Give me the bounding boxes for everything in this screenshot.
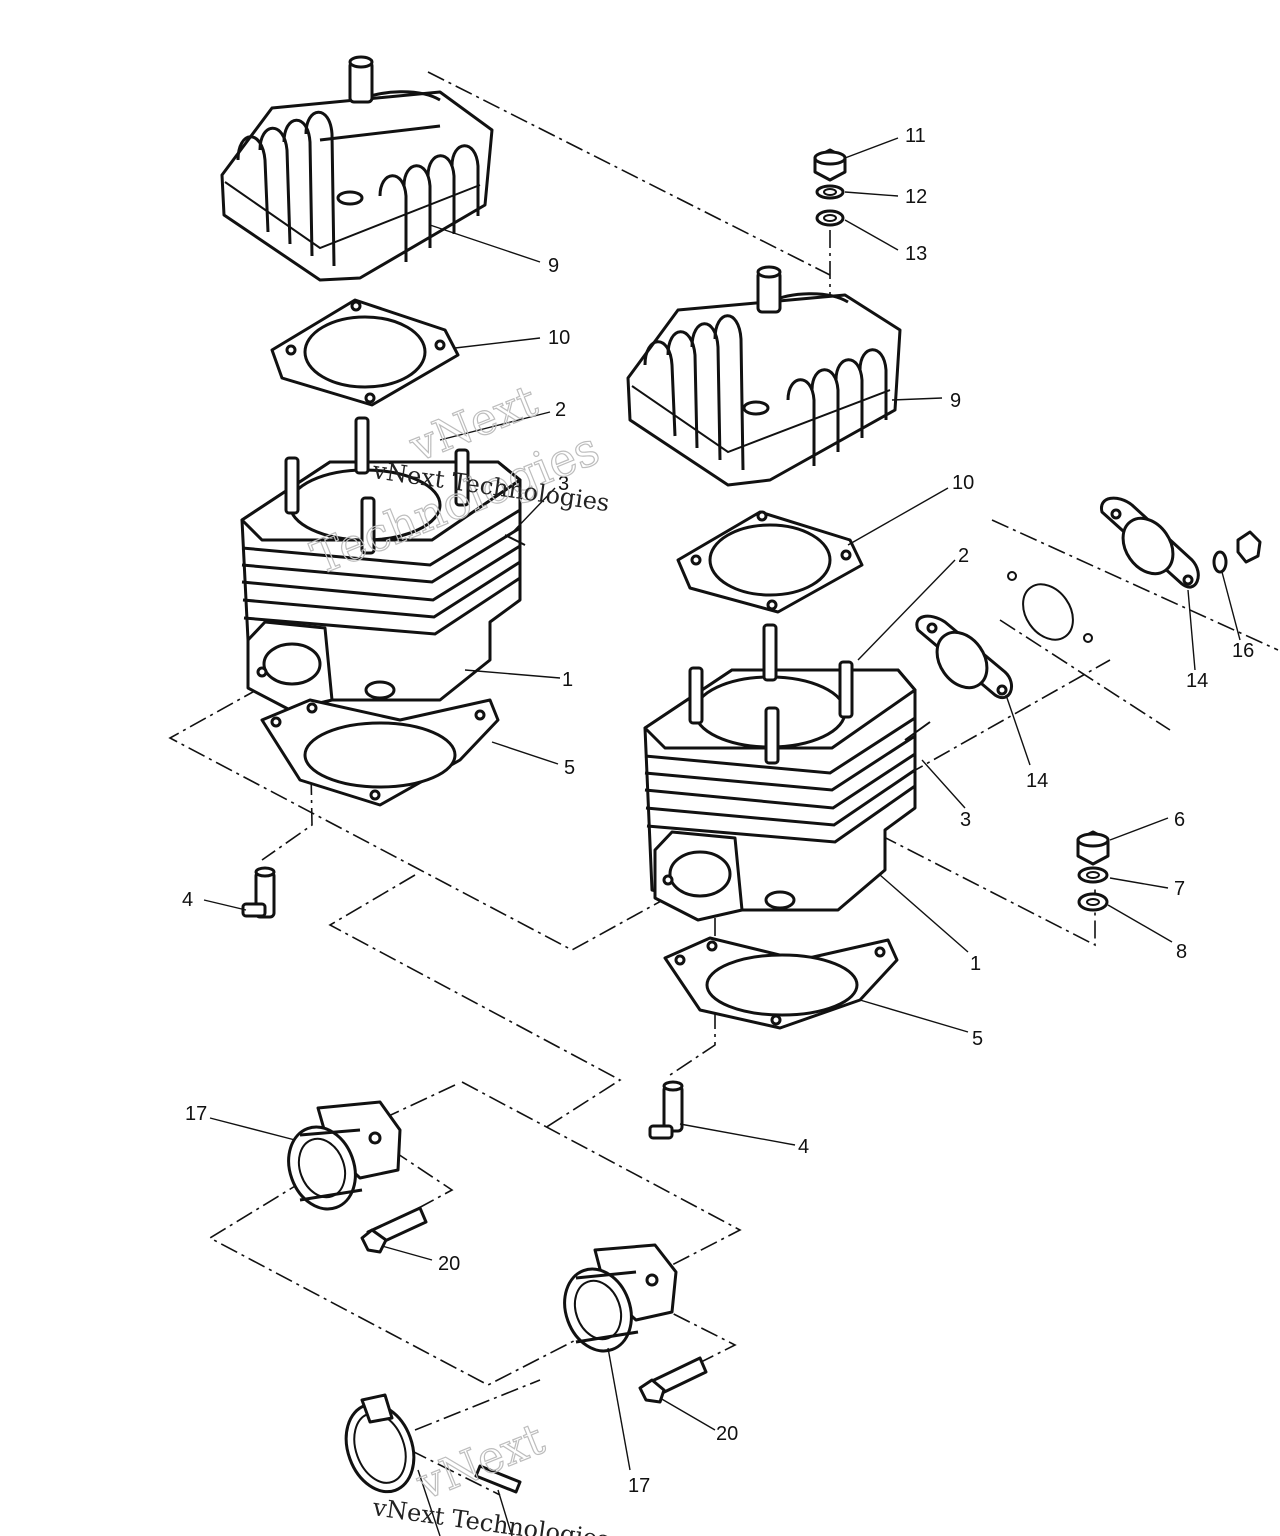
callout-1-left-cylinder: 1 <box>562 669 573 691</box>
head-gasket-left <box>270 298 460 407</box>
cylinder-right <box>643 623 931 922</box>
intake-boot-upper <box>287 1100 428 1254</box>
callout-16: 16 <box>1232 640 1254 662</box>
callout-3-left-plug: 3 <box>558 473 569 495</box>
callout-9-right-head: 9 <box>950 390 961 412</box>
base-gasket-left <box>260 698 500 807</box>
cylinder-head-left <box>220 55 494 282</box>
callout-17-lower-boot: 17 <box>628 1475 650 1497</box>
callout-13: 13 <box>905 243 927 265</box>
callout-20-lower-screw: 20 <box>716 1423 738 1445</box>
intake-boot-lower <box>563 1243 708 1404</box>
impulse-fitting-left <box>241 866 276 919</box>
callout-10-right-gasket: 10 <box>952 472 974 494</box>
callout-14-inner: 14 <box>1026 770 1048 792</box>
callout-1-right-cylinder: 1 <box>970 953 981 975</box>
callout-11-upper: 11 <box>905 125 926 147</box>
exhaust-gaskets <box>915 496 1262 699</box>
callout-5-left-base-gasket: 5 <box>564 757 575 779</box>
boot-clamp <box>344 1393 522 1494</box>
callout-10-left-gasket: 10 <box>548 327 570 349</box>
callout-4-right-fitting: 4 <box>798 1136 809 1158</box>
callout-9-left-head: 9 <box>548 255 559 277</box>
callout-4-left-fitting: 4 <box>182 889 193 911</box>
base-gasket-right <box>663 936 899 1030</box>
callout-20-upper-screw: 20 <box>438 1253 460 1275</box>
callout-14-outer: 14 <box>1186 670 1208 692</box>
head-nut-washers <box>813 148 847 227</box>
callout-2-right-stud: 2 <box>958 545 969 567</box>
leader-lines <box>203 137 1241 1536</box>
impulse-fitting-right <box>648 1080 684 1140</box>
callout-12: 12 <box>905 186 927 208</box>
cylinder-nut-washers <box>1076 830 1110 912</box>
callout-2-left-stud: 2 <box>555 399 566 421</box>
callout-17-upper-boot: 17 <box>185 1103 207 1125</box>
cylinder-left <box>240 416 526 712</box>
callout-labels: 11 12 13 9 10 2 3 1 5 4 9 10 2 14 14 16 … <box>182 125 1254 1497</box>
callout-8: 8 <box>1176 941 1187 963</box>
watermark-brand-lower: vNext <box>409 1413 552 1510</box>
callout-6: 6 <box>1174 809 1185 831</box>
callout-3-right-plug: 3 <box>960 809 971 831</box>
watermark-text-lower: vNext Technologies <box>370 1493 611 1536</box>
head-gasket-right <box>676 510 864 614</box>
callout-7: 7 <box>1174 878 1185 900</box>
cylinder-head-right <box>626 265 902 487</box>
callout-5-right-base-gasket: 5 <box>972 1028 983 1050</box>
